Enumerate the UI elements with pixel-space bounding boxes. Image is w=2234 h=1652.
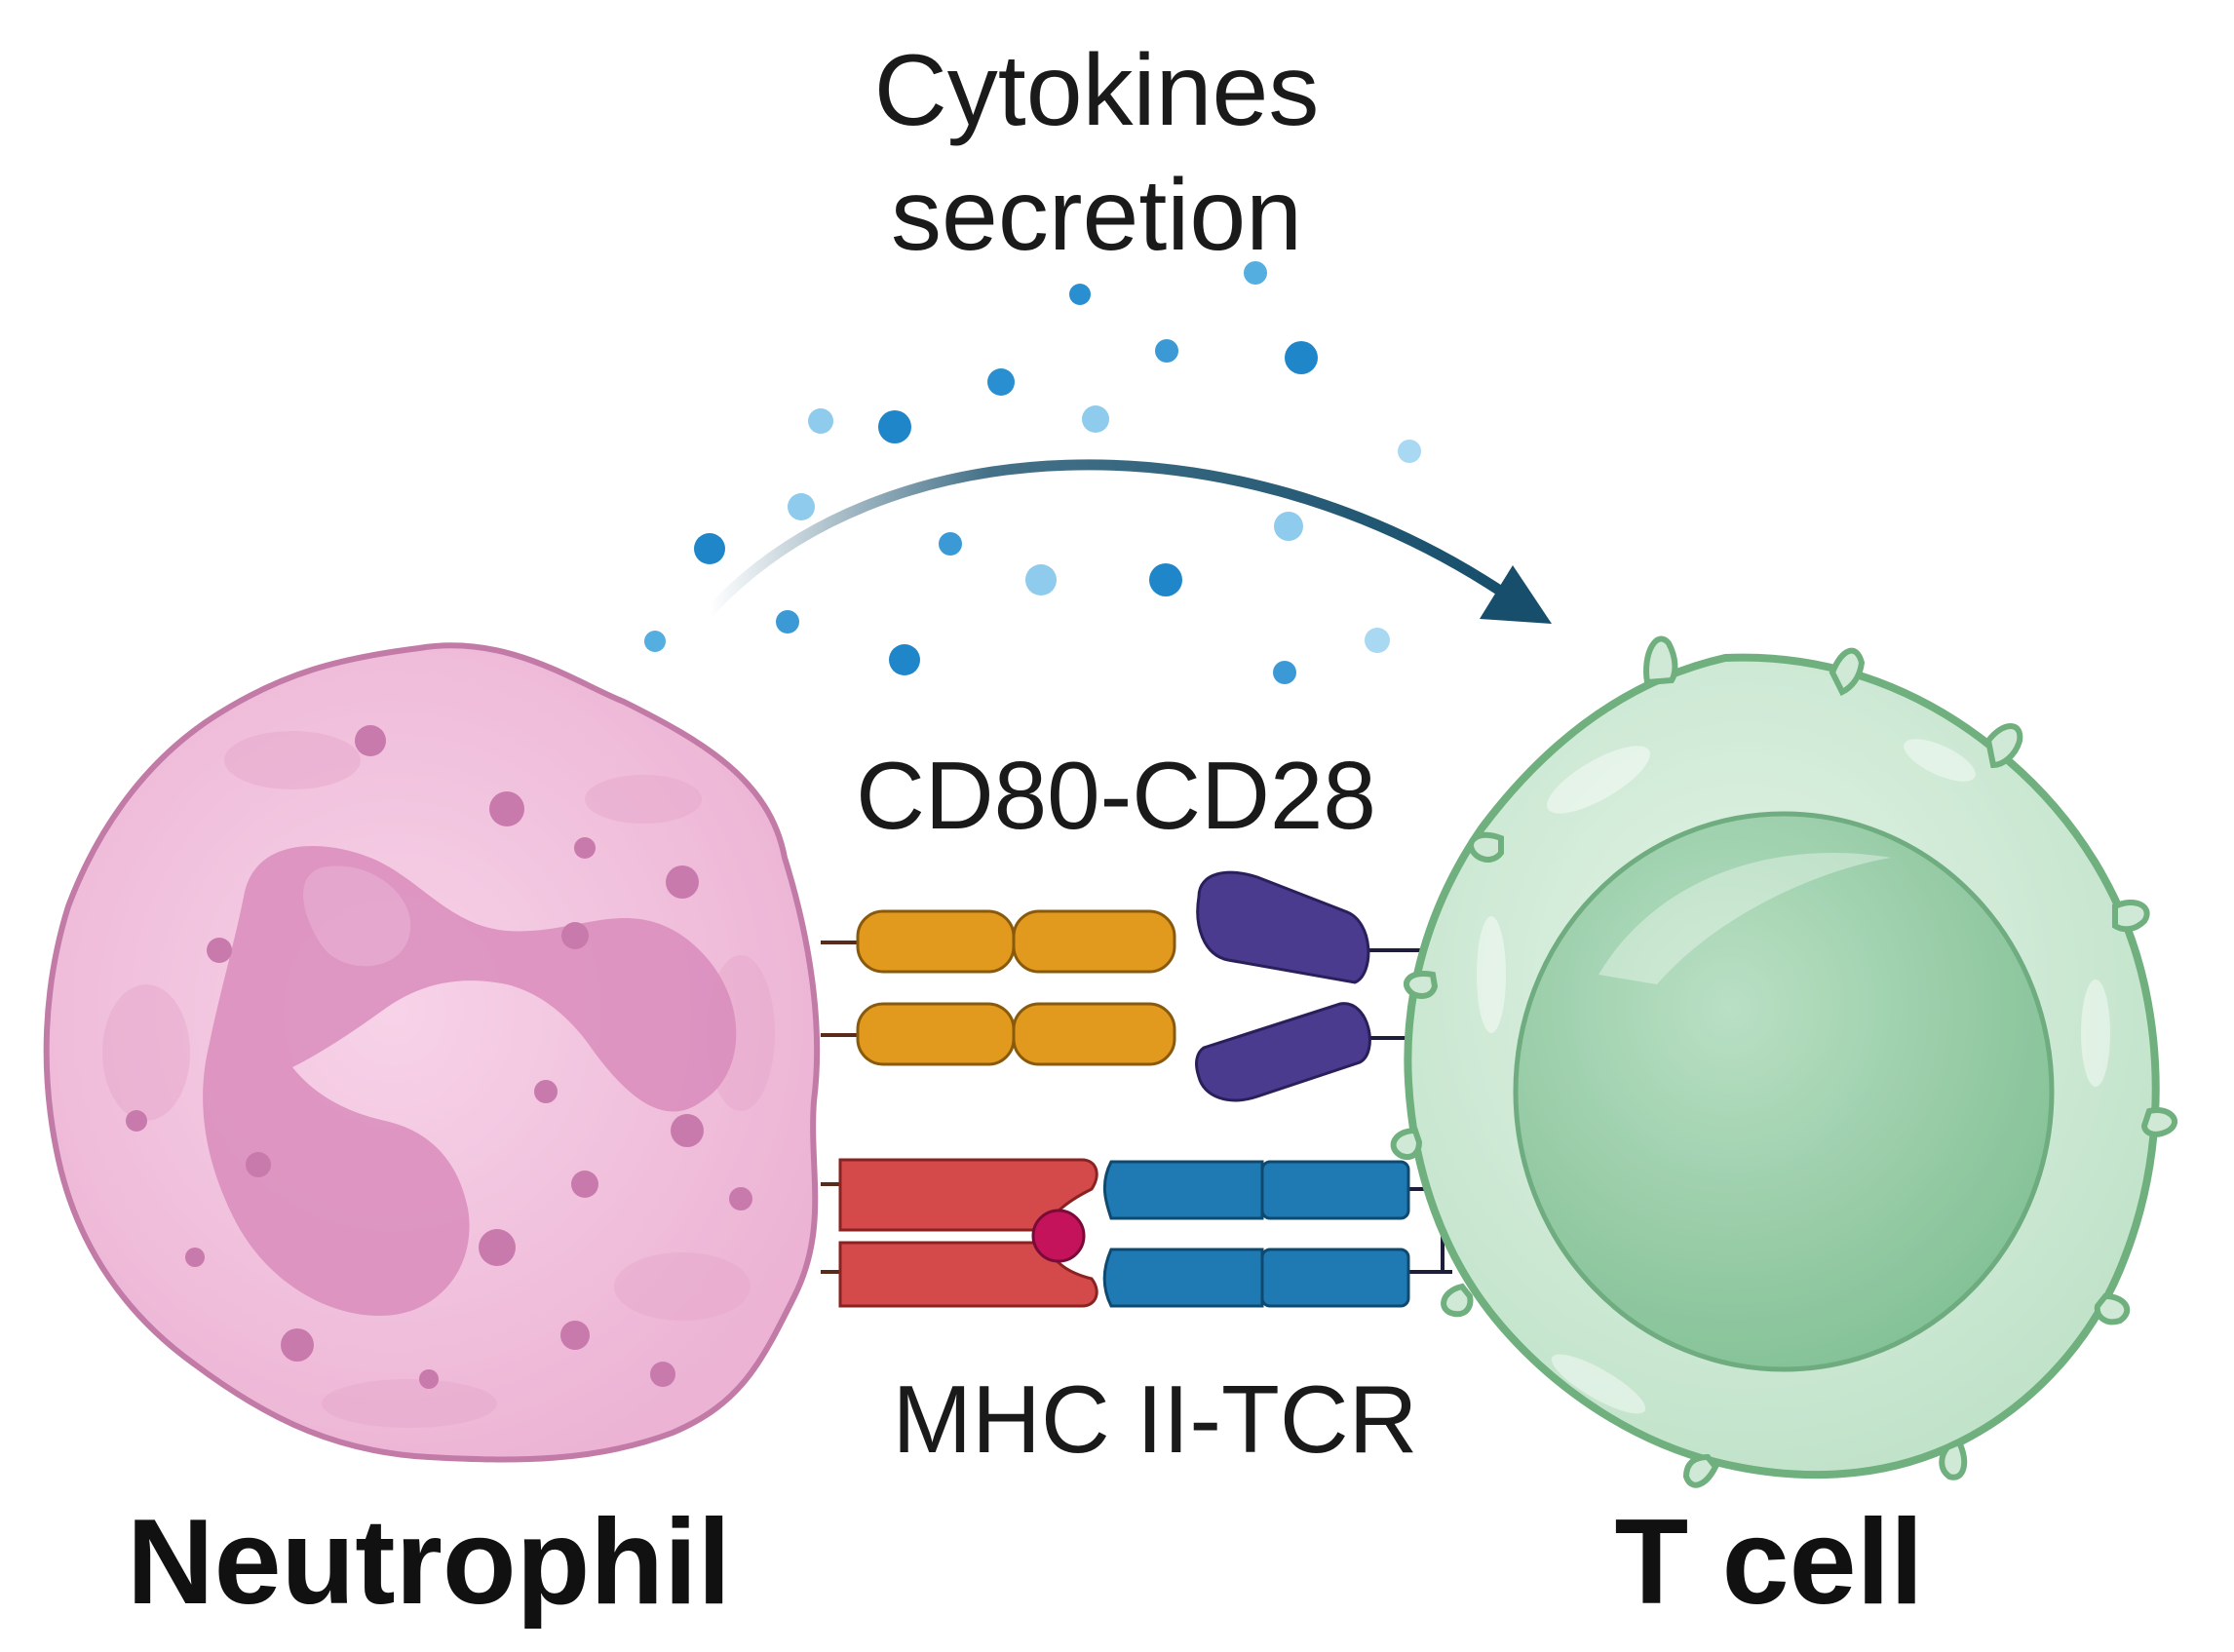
cd28-receptor-top	[1196, 870, 1370, 984]
cytokine-dot	[1244, 261, 1267, 285]
t-cell-label: T cell	[1614, 1495, 1923, 1630]
cytokine-dot	[1274, 512, 1303, 541]
cytokine-dot	[939, 532, 962, 556]
cytokine-dot	[694, 533, 725, 564]
t-cell-icon	[1390, 635, 2177, 1488]
cytokine-dot	[1398, 440, 1421, 463]
cytokine-dot	[1365, 628, 1390, 653]
cytokine-dot	[878, 410, 911, 443]
cytokine-dots-icon	[644, 261, 1421, 684]
neutrophil-label: Neutrophil	[127, 1495, 731, 1630]
cytokines-label-line1: Cytokines	[874, 34, 1320, 147]
neutrophil-nucleus	[203, 846, 737, 1316]
cytokine-dot	[1149, 563, 1182, 596]
cytokine-dot	[1025, 564, 1057, 595]
neutrophil-cell-icon	[43, 642, 821, 1463]
cytokine-dot	[889, 644, 920, 675]
neutrophil-membrane	[43, 642, 821, 1463]
mhc-ii-tcr-label: MHC II-TCR	[893, 1365, 1418, 1473]
cytokine-dot	[1082, 405, 1109, 433]
cytokine-dot	[1273, 661, 1296, 684]
mhc-ii-receptor	[838, 1158, 1098, 1308]
cd80-receptor-bottom	[856, 1002, 1176, 1066]
cd80-receptor-top	[856, 909, 1176, 974]
cytokine-dot	[1285, 341, 1318, 374]
cytokine-dot	[776, 610, 799, 634]
cd28-receptor-bottom	[1195, 1002, 1371, 1102]
peptide-antigen	[1031, 1209, 1086, 1263]
cytokine-dot	[987, 368, 1015, 396]
cytokine-dot	[644, 631, 666, 652]
cytokines-label-line2: secretion	[891, 159, 1302, 272]
cytokine-dot	[808, 408, 833, 434]
tcr-receptor	[1102, 1160, 1410, 1308]
t-cell-nucleus	[1513, 811, 2055, 1372]
curved-arrow-icon	[704, 459, 1552, 624]
cytokine-dot	[788, 493, 815, 520]
cd80-cd28-label: CD80-CD28	[856, 742, 1376, 849]
cytokine-dot	[1155, 339, 1178, 363]
cytokine-dot	[1069, 284, 1091, 305]
